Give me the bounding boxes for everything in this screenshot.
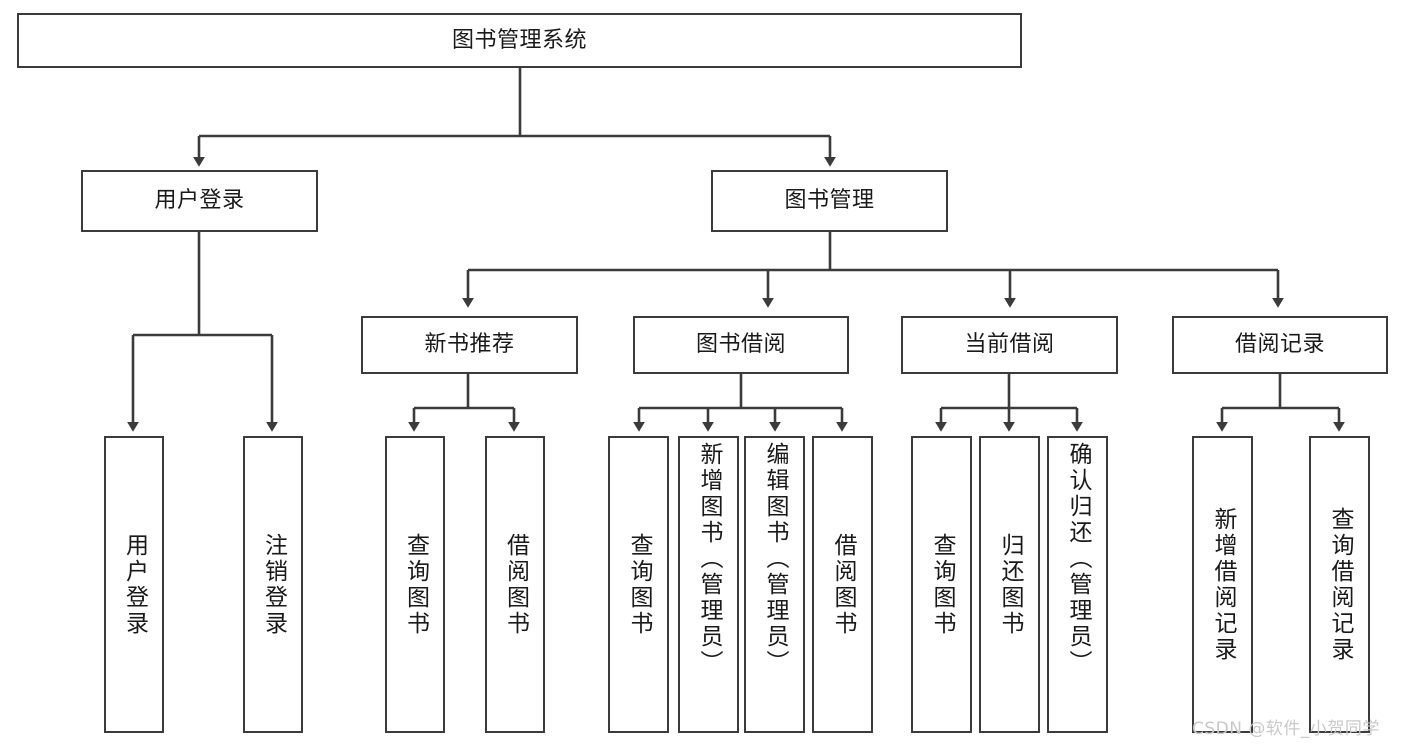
node-label: 图书管理系统 xyxy=(451,27,587,53)
node-label: 查询图书 xyxy=(929,532,955,637)
node-label: 新增图书（管理员） xyxy=(696,442,722,676)
leaf-query-borrow-record[interactable]: 查询借阅记录 xyxy=(1309,436,1370,733)
node-label: 确认归还（管理员） xyxy=(1065,442,1091,676)
node-label: 用户登录 xyxy=(154,188,245,214)
node-current-borrow[interactable]: 当前借阅 xyxy=(901,316,1118,374)
node-label: 查询借阅记录 xyxy=(1327,506,1353,663)
leaf-edit-book-admin[interactable]: 编辑图书（管理员） xyxy=(744,436,805,733)
node-label: 编辑图书（管理员） xyxy=(762,442,788,676)
node-label: 借阅记录 xyxy=(1234,332,1325,358)
node-label: 用户登录 xyxy=(121,532,148,637)
leaf-add-borrow-record[interactable]: 新增借阅记录 xyxy=(1192,436,1253,733)
node-label: 当前借阅 xyxy=(964,332,1055,358)
leaf-add-book-admin[interactable]: 新增图书（管理员） xyxy=(678,436,739,733)
leaf-user-logout[interactable]: 注销登录 xyxy=(243,436,303,733)
node-root-book-management-system[interactable]: 图书管理系统 xyxy=(17,13,1022,68)
leaf-query-book-recommend[interactable]: 查询图书 xyxy=(385,436,445,733)
watermark: CSDN @软件_小贺同学 xyxy=(1192,719,1380,739)
node-label: 新书推荐 xyxy=(424,332,515,358)
node-label: 借阅图书 xyxy=(830,532,856,637)
node-label: 新增借阅记录 xyxy=(1210,506,1236,663)
node-label: 查询图书 xyxy=(402,532,429,637)
node-label: 查询图书 xyxy=(626,532,652,637)
leaf-query-book-current[interactable]: 查询图书 xyxy=(911,436,972,733)
leaf-borrow-book-recommend[interactable]: 借阅图书 xyxy=(485,436,545,733)
leaf-borrow-book-borrow[interactable]: 借阅图书 xyxy=(812,436,873,733)
node-label: 借阅图书 xyxy=(502,532,529,637)
node-book-management[interactable]: 图书管理 xyxy=(711,170,948,232)
node-user-login[interactable]: 用户登录 xyxy=(81,170,318,232)
node-borrow-record[interactable]: 借阅记录 xyxy=(1172,316,1388,374)
leaf-query-book-borrow[interactable]: 查询图书 xyxy=(608,436,669,733)
node-label: 注销登录 xyxy=(260,532,287,637)
node-label: 归还图书 xyxy=(997,532,1023,637)
node-label: 图书借阅 xyxy=(695,332,786,358)
leaf-confirm-return-admin[interactable]: 确认归还（管理员） xyxy=(1047,436,1108,733)
leaf-return-book[interactable]: 归还图书 xyxy=(979,436,1040,733)
node-label: 图书管理 xyxy=(784,188,875,214)
node-book-borrow[interactable]: 图书借阅 xyxy=(633,316,849,374)
node-new-book-recommend[interactable]: 新书推荐 xyxy=(361,316,578,374)
leaf-user-login[interactable]: 用户登录 xyxy=(104,436,164,733)
